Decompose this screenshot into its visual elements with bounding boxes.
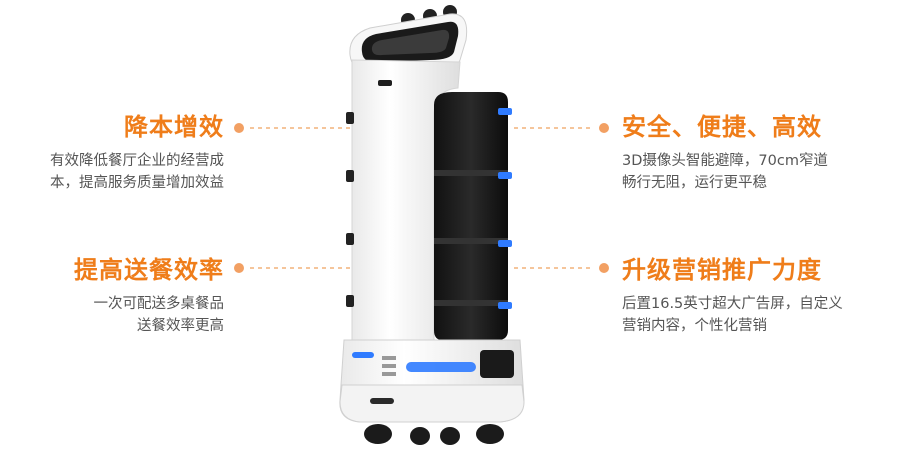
connector-delivery xyxy=(234,263,356,273)
feature-description-line: 送餐效率更高 xyxy=(137,318,224,334)
connector-safety xyxy=(514,123,609,133)
feature-marketing: 升级营销推广力度 后置16.5英寸超大广告屏，自定义 营销内容，个性化营销 xyxy=(622,255,843,337)
delivery-robot-image xyxy=(339,5,525,445)
feature-description-line: 营销内容，个性化营销 xyxy=(622,318,767,334)
feature-title: 升级营销推广力度 xyxy=(622,256,822,284)
feature-cost-reduction: 降本增效 有效降低餐厅企业的经营成 本，提高服务质量增加效益 xyxy=(50,112,224,194)
feature-description-line: 3D摄像头智能避障，70cm窄道 xyxy=(622,153,828,169)
feature-description-line: 后置16.5英寸超大广告屏，自定义 xyxy=(622,296,843,312)
feature-safety: 安全、便捷、高效 3D摄像头智能避障，70cm窄道 畅行无阻，运行更平稳 xyxy=(622,112,828,194)
feature-description: 一次可配送多桌餐品 送餐效率更高 xyxy=(74,293,225,337)
feature-title: 安全、便捷、高效 xyxy=(622,113,822,141)
feature-title: 提高送餐效率 xyxy=(74,256,224,284)
connector-marketing xyxy=(514,263,609,273)
feature-description-line: 一次可配送多桌餐品 xyxy=(93,296,225,312)
feature-description-line: 本，提高服务质量增加效益 xyxy=(50,175,224,191)
feature-description: 后置16.5英寸超大广告屏，自定义 营销内容，个性化营销 xyxy=(622,293,843,337)
feature-description: 3D摄像头智能避障，70cm窄道 畅行无阻，运行更平稳 xyxy=(622,150,828,194)
feature-description-line: 畅行无阻，运行更平稳 xyxy=(622,175,767,191)
connector-cost xyxy=(234,123,356,133)
feature-delivery-efficiency: 提高送餐效率 一次可配送多桌餐品 送餐效率更高 xyxy=(74,255,224,337)
feature-description-line: 有效降低餐厅企业的经营成 xyxy=(50,153,224,169)
feature-title: 降本增效 xyxy=(124,113,224,141)
feature-description: 有效降低餐厅企业的经营成 本，提高服务质量增加效益 xyxy=(50,150,224,194)
